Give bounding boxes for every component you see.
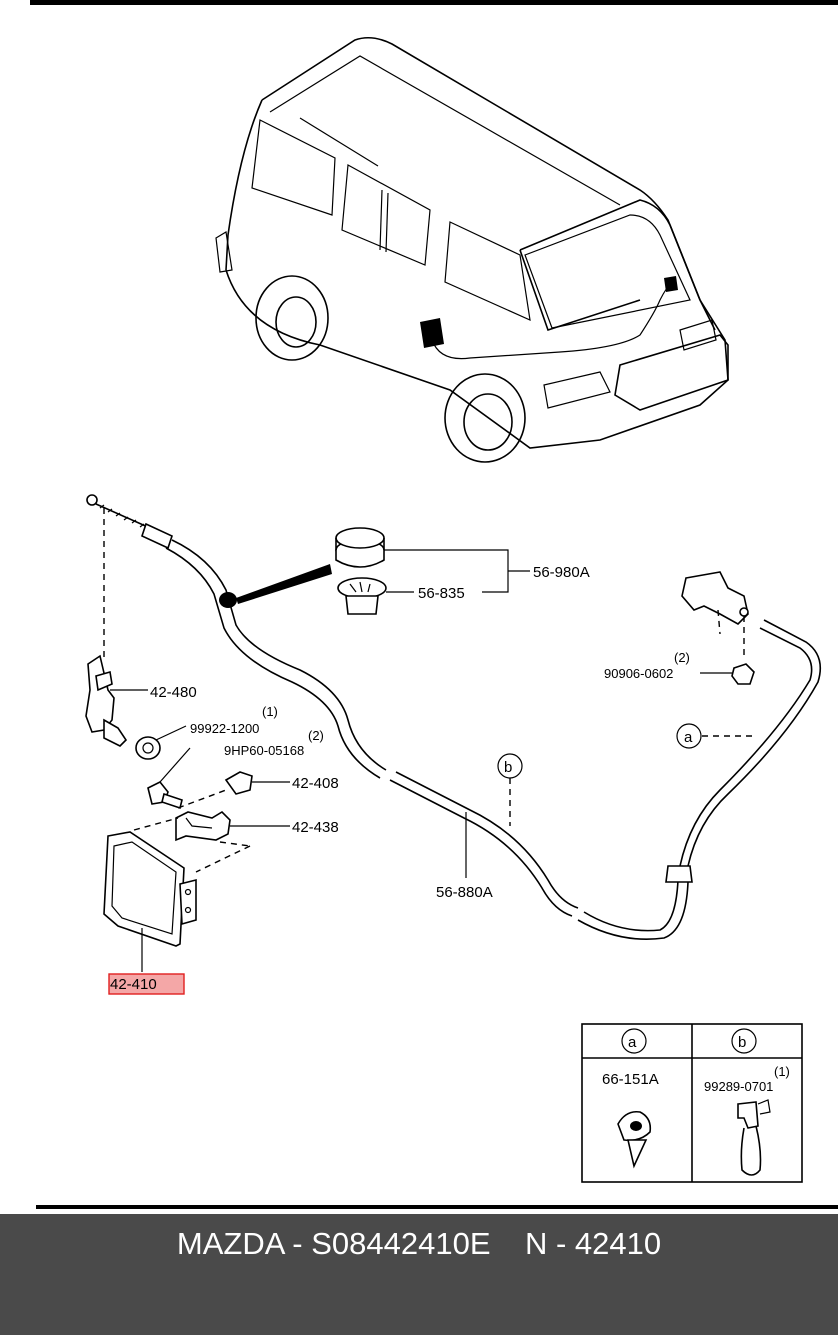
label-90906-0602: 90906-0602	[604, 666, 673, 681]
fuel-lid-42-410	[103, 831, 197, 972]
top-border	[30, 0, 838, 5]
highlight-42-410	[108, 973, 185, 995]
callout-b-letter: b	[504, 759, 512, 776]
label-42-480: 42-480	[150, 684, 197, 701]
label-56-980A: 56-980A	[533, 564, 590, 581]
qty-90906-0602: (2)	[674, 650, 690, 665]
legend-part-66-151A: 66-151A	[602, 1071, 659, 1088]
legend-qty-99289-0701: (1)	[774, 1064, 790, 1079]
part-number-footer: MAZDA - S08442410E N - 42410	[0, 1214, 838, 1335]
label-42-438: 42-438	[292, 819, 339, 836]
label-9HP60-05168: 9HP60-05168	[224, 743, 304, 758]
qty-9HP60-05168: (2)	[308, 728, 324, 743]
legend-letter-a: a	[628, 1034, 637, 1051]
parts-diagram: 56-980A 56-835 42-480 (1) 99922-1200 (2)…	[30, 0, 838, 1209]
qty-99922-1200: (1)	[262, 704, 278, 719]
release-lever-42-480	[85, 508, 290, 873]
release-cable-assembly	[86, 494, 822, 940]
label-56-880A: 56-880A	[436, 884, 493, 901]
label-99922-1200: 99922-1200	[190, 721, 259, 736]
callout-b-on-cable	[497, 753, 523, 826]
fastener-legend-table	[581, 1023, 803, 1183]
legend-part-99289-0701: 99289-0701	[704, 1079, 773, 1094]
label-42-408: 42-408	[292, 775, 339, 792]
bottom-rule	[36, 1205, 838, 1209]
label-42-410: 42-410	[110, 976, 157, 993]
clip-56-835	[337, 577, 387, 615]
callout-a-on-cable	[676, 723, 752, 749]
label-56-835: 56-835	[418, 585, 465, 602]
van-illustration	[215, 36, 729, 463]
legend-letter-b: b	[738, 1034, 746, 1051]
callout-a-letter: a	[684, 729, 693, 746]
cap-56-980A	[335, 527, 385, 568]
footer-part-number-text: MAZDA - S08442410E N - 42410	[176, 1226, 662, 1261]
